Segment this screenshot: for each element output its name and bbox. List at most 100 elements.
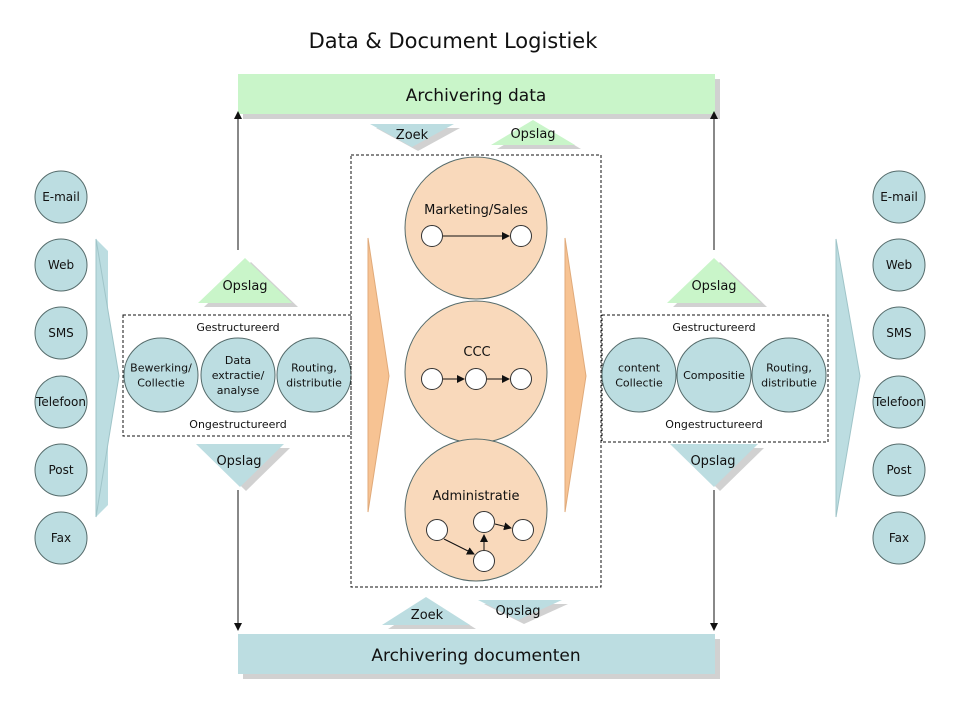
diagram-title: Data & Document Logistiek	[309, 29, 599, 53]
bottom-zoek-label: Zoek	[411, 608, 444, 623]
admin-node-2	[473, 511, 495, 533]
input-channel: SMS	[34, 306, 88, 360]
ccc-node-3	[510, 368, 532, 390]
department-administratie: Administratie	[404, 438, 548, 582]
output-structured-label: Gestructureerd	[672, 321, 755, 334]
input-channel-label: Telefoon	[35, 395, 86, 409]
top-opslag-triangle: Opslag	[491, 120, 581, 149]
output-channel: E-mail	[872, 170, 926, 224]
admin-flow-arrow-1	[443, 538, 475, 555]
input-step-label: Bewerking/	[130, 362, 192, 375]
bottom-opslag-triangle: Opslag	[478, 600, 568, 624]
input-channel: Post	[34, 443, 88, 497]
output-step-label: distributie	[761, 377, 817, 390]
department-marketing-sales-label: Marketing/Sales	[424, 203, 528, 218]
bottom-opslag-label: Opslag	[495, 604, 540, 619]
input-step-label: analyse	[217, 384, 260, 397]
input-process: Gestructureerd Ongestructureerd Bewerkin…	[122, 314, 352, 437]
input-channel-label: E-mail	[42, 190, 80, 204]
output-step-circle	[601, 337, 677, 413]
archive-documents-banner-box	[238, 634, 715, 674]
input-channel-circle	[34, 511, 88, 565]
output-unstructured-label: Ongestructureerd	[665, 418, 762, 431]
admin-node-3	[512, 519, 534, 541]
input-channel: Telefoon	[34, 375, 88, 429]
archive-data-banner: Archivering data	[238, 74, 720, 119]
ccc-node-2	[465, 368, 487, 390]
input-step-label: Routing,	[291, 362, 337, 375]
output-channel-label: Telefoon	[873, 395, 924, 409]
ccc-node-1	[421, 368, 443, 390]
output-channel-circle	[872, 170, 926, 224]
input-channel-label: Post	[48, 463, 73, 477]
left-opslag-up-triangle: Opslag	[198, 258, 298, 307]
input-unstructured-label: Ongestructureerd	[189, 418, 286, 431]
output-channel-circle	[872, 375, 926, 429]
output-step-circle	[676, 337, 752, 413]
input-step-label: extractie/	[212, 369, 265, 382]
departments: Marketing/Sales CCC Administratie	[350, 154, 602, 588]
top-opslag-label: Opslag	[510, 127, 555, 142]
output-step: Compositie	[676, 337, 752, 413]
output-channel: Fax	[872, 511, 926, 565]
department-marketing-sales-circle	[404, 156, 548, 300]
input-step-circle	[200, 337, 276, 413]
middle-right-chevron	[564, 237, 587, 513]
input-channel-circle	[34, 238, 88, 292]
output-channel-label: SMS	[886, 326, 912, 340]
input-channel-label: Fax	[51, 531, 71, 545]
departments-frame	[350, 154, 602, 588]
input-channel-label: SMS	[48, 326, 74, 340]
right-opslag-down-triangle: Opslag	[670, 444, 764, 491]
input-step-label: Data	[225, 354, 251, 367]
input-step-circle	[123, 337, 199, 413]
left-opslag-up-label: Opslag	[222, 279, 267, 294]
output-channel-label: E-mail	[880, 190, 918, 204]
output-channel: SMS	[872, 306, 926, 360]
output-step-label: Routing,	[766, 362, 812, 375]
department-administratie-circle	[404, 438, 548, 582]
marketing-node-end	[510, 225, 532, 247]
input-channel: E-mail	[34, 170, 88, 224]
input-structured-label: Gestructureerd	[196, 321, 279, 334]
archive-data-banner-box	[238, 74, 715, 114]
output-channel: Telefoon	[872, 375, 926, 429]
department-ccc-label: CCC	[463, 345, 490, 360]
output-step-label: Collectie	[615, 377, 663, 390]
input-channel-circle	[34, 170, 88, 224]
output-channel-label: Post	[886, 463, 911, 477]
output-channel-circle	[872, 238, 926, 292]
left-opslag-down-triangle: Opslag	[196, 444, 290, 491]
department-marketing-sales: Marketing/Sales	[404, 156, 548, 300]
input-channel-circle	[34, 375, 88, 429]
input-channel-circle	[34, 306, 88, 360]
admin-node-4	[473, 550, 495, 572]
input-step: Routing, distributie	[276, 337, 352, 413]
top-zoek-triangle: Zoek	[370, 124, 460, 151]
right-opslag-down-label: Opslag	[690, 454, 735, 469]
output-step-label: content	[618, 362, 661, 375]
input-channel-label: Web	[48, 258, 74, 272]
output-channel-label: Web	[886, 258, 912, 272]
admin-node-1	[426, 519, 448, 541]
input-channel-circle	[34, 443, 88, 497]
output-step-label: Compositie	[683, 369, 745, 382]
archive-documents-label: Archivering documenten	[371, 646, 580, 666]
output-channel-circle	[872, 306, 926, 360]
output-channel: Post	[872, 443, 926, 497]
input-channel: Fax	[34, 511, 88, 565]
input-step-label: Collectie	[137, 377, 185, 390]
department-administratie-label: Administratie	[433, 489, 520, 504]
input-step-label: distributie	[286, 377, 342, 390]
archive-documents-banner: Archivering documenten	[238, 634, 720, 679]
bottom-zoek-triangle: Zoek	[382, 597, 476, 629]
middle-left-chevron	[367, 237, 390, 513]
input-channel: Web	[34, 238, 88, 292]
department-ccc: CCC	[404, 300, 548, 444]
